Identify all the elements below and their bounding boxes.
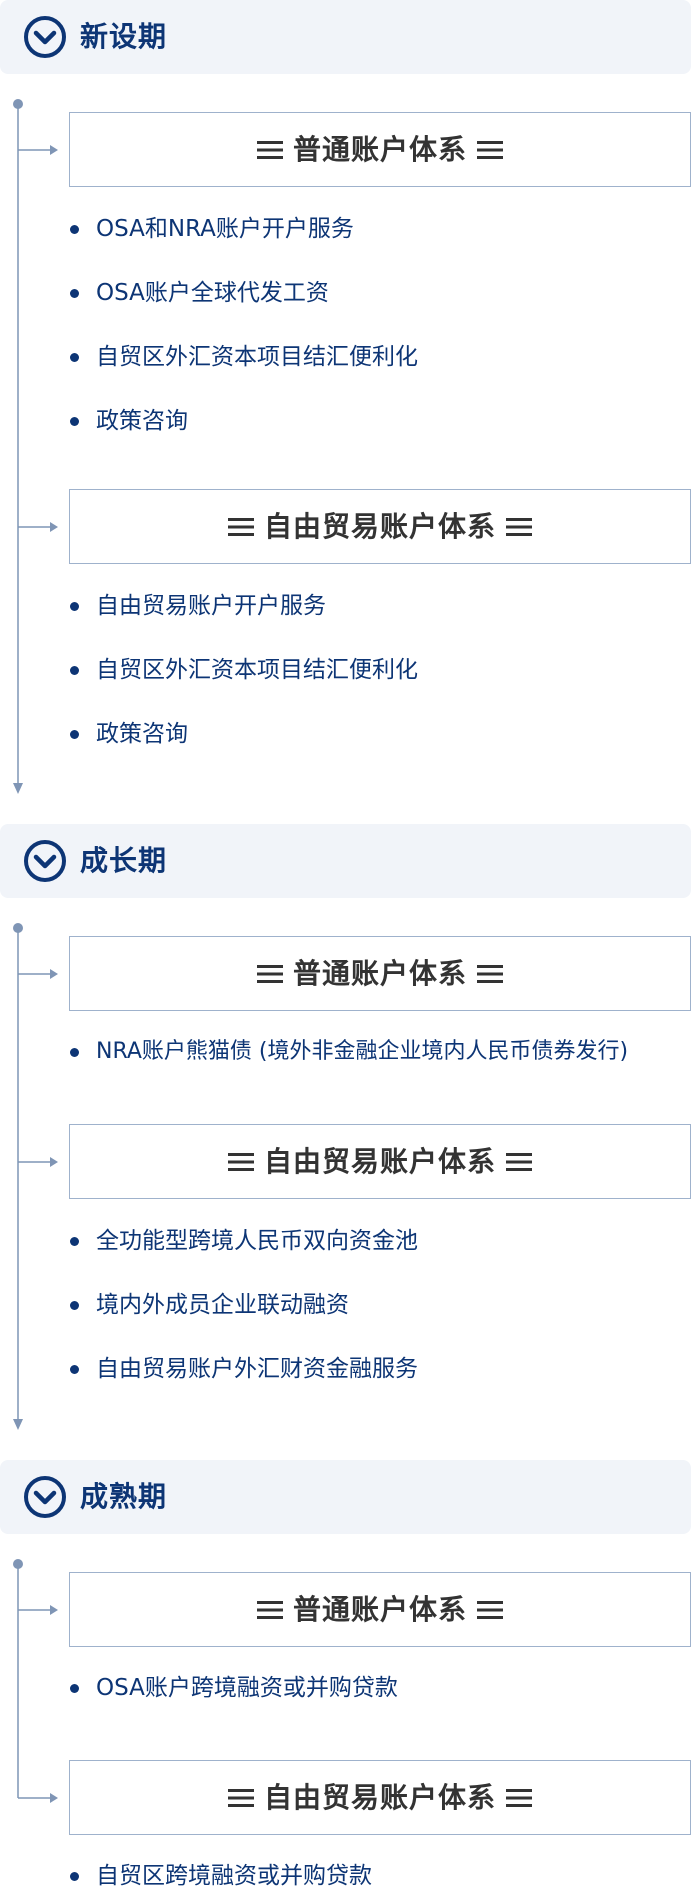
chevron-down-circle-icon [24,1476,66,1518]
stage-title: 新设期 [80,20,168,53]
dot-icon [70,665,79,675]
service-item: 自贸区外汇资本项目结汇便利化 [70,654,418,686]
dot-icon [70,1364,79,1374]
system-title: 普通账户体系 [292,132,467,166]
system-title: 普通账户体系 [292,956,467,990]
system-box-free-trade-account: 自由贸易账户体系 [69,489,691,564]
service-item: 政策咨询 [70,405,188,437]
dot-icon [70,1300,79,1310]
menu-lines-icon [477,140,503,159]
dot-icon [70,1683,79,1693]
system-title: 自由贸易账户体系 [263,1144,496,1178]
system-box-ordinary-account: 普通账户体系 [69,936,691,1011]
dot-icon [70,601,79,611]
menu-lines-icon [506,1788,532,1807]
system-box-free-trade-account: 自由贸易账户体系 [69,1124,691,1199]
dot-icon [70,1047,79,1057]
stage-header-growth[interactable]: 成长期 [0,824,691,898]
menu-lines-icon [506,1152,532,1171]
timeline-connector [13,99,58,794]
chevron-down-circle-icon [24,840,66,882]
dot-icon [70,352,79,362]
dot-icon [70,729,79,739]
stage-header-newly-established[interactable]: 新设期 [0,0,691,74]
system-box-free-trade-account: 自由贸易账户体系 [69,1760,691,1835]
dot-icon [70,1871,79,1881]
menu-lines-icon [227,517,254,536]
system-box-ordinary-account: 普通账户体系 [69,112,691,187]
menu-lines-icon [227,1788,254,1807]
service-item: 自由贸易账户外汇财资金融服务 [70,1353,418,1385]
chevron-down-circle-icon [24,16,66,58]
system-title: 自由贸易账户体系 [263,1780,496,1814]
service-item: NRA账户熊猫债 (境外非金融企业境内人民币债券发行) [70,1036,628,1068]
menu-lines-icon [256,1600,283,1619]
service-item: 境内外成员企业联动融资 [70,1289,349,1321]
dot-icon [70,288,79,298]
service-item: OSA账户全球代发工资 [70,277,329,309]
menu-lines-icon [477,964,503,983]
system-box-ordinary-account: 普通账户体系 [69,1572,691,1647]
service-item: 自由贸易账户开户服务 [70,590,326,622]
service-item: 自贸区跨境融资或并购贷款 [70,1860,372,1892]
system-title: 自由贸易账户体系 [263,509,496,543]
stage-header-mature[interactable]: 成熟期 [0,1460,691,1534]
timeline-connector [13,923,58,1430]
menu-lines-icon [227,1152,254,1171]
menu-lines-icon [506,517,532,536]
service-item: 自贸区外汇资本项目结汇便利化 [70,341,418,373]
dot-icon [70,224,79,234]
timeline-connector [13,1559,58,1803]
menu-lines-icon [477,1600,503,1619]
system-title: 普通账户体系 [292,1592,467,1626]
menu-lines-icon [256,964,283,983]
menu-lines-icon [256,140,283,159]
service-item: OSA账户跨境融资或并购贷款 [70,1672,398,1704]
dot-icon [70,1236,79,1246]
dot-icon [70,416,79,426]
service-item: OSA和NRA账户开户服务 [70,213,354,245]
service-item: 政策咨询 [70,718,188,750]
stage-title: 成长期 [80,844,168,877]
service-item: 全功能型跨境人民币双向资金池 [70,1225,418,1257]
stage-title: 成熟期 [80,1480,168,1513]
